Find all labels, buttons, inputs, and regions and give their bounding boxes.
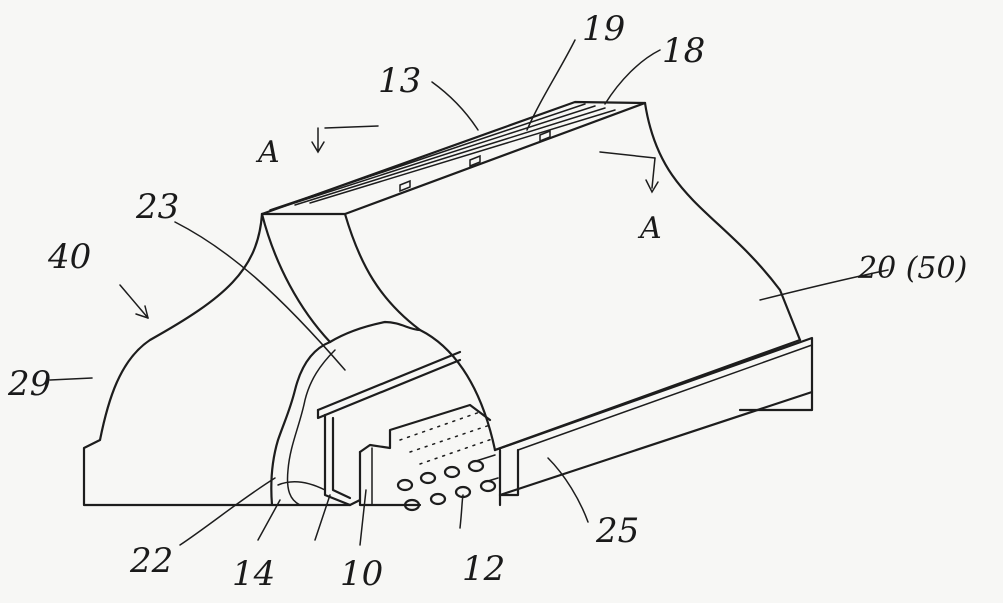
reference-labels: 13 19 18 A A 23 40 20 (50) 29 22 14 10 1…	[7, 9, 967, 594]
front-channel	[493, 336, 814, 507]
label-23: 23	[135, 187, 179, 227]
label-25: 25	[595, 511, 639, 551]
pipe-bundle	[396, 454, 499, 512]
top-cover-plate	[260, 100, 647, 216]
label-20-50: 20 (50)	[857, 251, 967, 286]
section-a-left: A	[255, 135, 280, 170]
label-22: 22	[129, 541, 173, 581]
label-19: 19	[582, 9, 625, 49]
label-12: 12	[462, 549, 505, 589]
label-10: 10	[340, 554, 383, 594]
label-40: 40	[47, 237, 91, 277]
cutaway-cavity	[268, 320, 497, 507]
leader-lines	[49, 39, 889, 546]
label-13: 13	[378, 61, 421, 101]
section-a-right: A	[637, 211, 662, 246]
label-29: 29	[7, 364, 51, 404]
label-18: 18	[662, 31, 705, 71]
label-14: 14	[232, 554, 275, 594]
